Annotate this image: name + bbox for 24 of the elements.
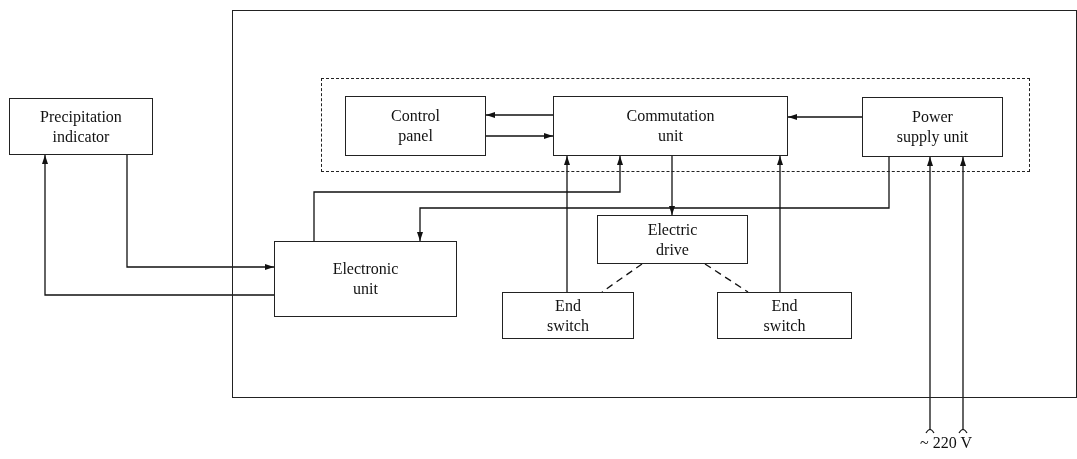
block-box: Precipitation indicator	[9, 98, 153, 155]
enclosure-frame	[232, 10, 1077, 398]
arrow	[313, 155, 623, 242]
arrow	[485, 133, 554, 139]
supply-voltage-label: ~ 220 V	[906, 432, 986, 454]
block-box: Power supply unit	[862, 97, 1003, 157]
arrow	[564, 155, 570, 293]
arrow	[42, 154, 275, 296]
arrow	[126, 154, 275, 270]
arrow	[485, 112, 554, 118]
arrow	[960, 156, 966, 431]
dashed-connector	[704, 263, 749, 293]
arrow	[417, 156, 890, 242]
arrow	[669, 155, 675, 216]
block-box: Electric drive	[597, 215, 748, 264]
block-box: Electronic unit	[274, 241, 457, 317]
block-box: End switch	[717, 292, 852, 339]
arrow	[787, 114, 863, 120]
block-box: Commutation unit	[553, 96, 788, 156]
block-box: End switch	[502, 292, 634, 339]
dashed-group-frame	[321, 78, 1030, 172]
arrow	[927, 156, 933, 431]
arrow	[777, 155, 783, 293]
block-box: Control panel	[345, 96, 486, 156]
